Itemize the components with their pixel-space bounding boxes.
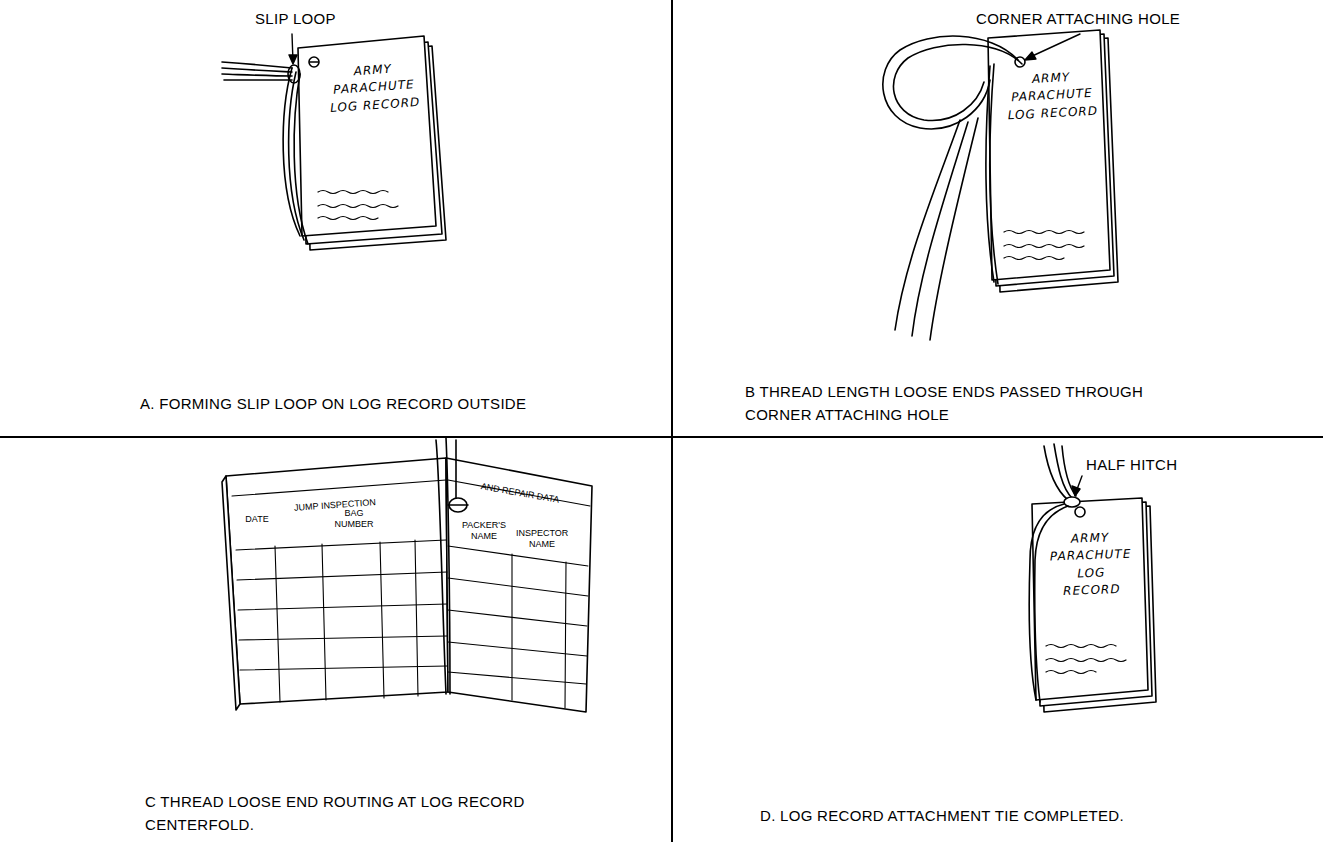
record-table bbox=[448, 578, 588, 596]
leader-line bbox=[1028, 34, 1080, 58]
cover-scribble bbox=[1004, 245, 1084, 248]
record-table bbox=[415, 540, 418, 696]
log-record-book bbox=[988, 30, 1118, 292]
table-cell: DATE bbox=[240, 514, 274, 525]
record-table bbox=[240, 666, 447, 670]
cover-scribble bbox=[1046, 645, 1126, 674]
log-record-book bbox=[298, 36, 436, 236]
log-record-book bbox=[1032, 498, 1156, 712]
record-table bbox=[511, 554, 512, 700]
record-table bbox=[239, 636, 447, 640]
cover-scribble bbox=[1046, 659, 1126, 662]
open-log-record bbox=[222, 458, 592, 712]
cover-scribble bbox=[1046, 645, 1116, 648]
callout-label: CORNER ATTACHING HOLE bbox=[976, 10, 1180, 27]
cover-scribble bbox=[1004, 231, 1084, 260]
cover-scribble bbox=[318, 191, 398, 220]
thread bbox=[222, 68, 292, 72]
thread bbox=[224, 79, 292, 81]
record-table bbox=[448, 642, 587, 656]
thread bbox=[455, 440, 457, 498]
leader-line bbox=[289, 55, 297, 64]
thread bbox=[222, 74, 292, 76]
leader-line bbox=[1025, 34, 1080, 60]
leader-line bbox=[289, 34, 297, 64]
callout-label: SLIP LOOP bbox=[255, 10, 336, 27]
panel-caption: D. LOG RECORD ATTACHMENT TIE COMPLETED. bbox=[760, 804, 1280, 827]
record-table bbox=[232, 480, 590, 708]
leader-line bbox=[1072, 476, 1082, 496]
leader-line bbox=[1072, 486, 1080, 496]
cover-title: ARMY PARACHUTE LOG RECORD bbox=[326, 59, 421, 117]
panel-caption: B THREAD LENGTH LOOSE ENDS PASSED THROUG… bbox=[745, 380, 1195, 427]
thread bbox=[436, 438, 468, 694]
panel-divider bbox=[0, 436, 1323, 438]
cover-scribble bbox=[318, 191, 388, 194]
log-record-book bbox=[310, 61, 318, 63]
cover-scribble bbox=[1004, 257, 1064, 260]
thread bbox=[222, 62, 292, 68]
log-record-book bbox=[298, 36, 446, 250]
thread bbox=[448, 504, 468, 506]
thread bbox=[449, 498, 467, 512]
thread bbox=[288, 65, 300, 83]
log-record-book bbox=[988, 30, 1110, 280]
thread bbox=[893, 44, 1022, 120]
cover-title: ARMY PARACHUTE LOG RECORD bbox=[1005, 68, 1100, 125]
thread bbox=[1035, 506, 1068, 702]
record-table bbox=[232, 480, 446, 496]
thread bbox=[1064, 497, 1080, 507]
cover-title: ARMY PARACHUTE LOG RECORD bbox=[1045, 528, 1137, 601]
table-cell: PACKER'S NAME bbox=[458, 520, 510, 542]
open-log-record bbox=[446, 458, 592, 712]
thread bbox=[883, 36, 1022, 340]
open-log-record bbox=[226, 458, 448, 704]
open-log-record bbox=[222, 476, 240, 710]
thread bbox=[1029, 444, 1080, 702]
record-table bbox=[275, 546, 280, 702]
leader-line bbox=[1025, 52, 1036, 60]
record-table bbox=[238, 604, 447, 610]
record-table bbox=[448, 546, 588, 566]
table-cell: INSPECTOR NAME bbox=[516, 528, 568, 550]
log-record-book bbox=[309, 57, 319, 67]
thread bbox=[990, 64, 998, 284]
panel-caption: A. FORMING SLIP LOOP ON LOG RECORD OUTSI… bbox=[140, 392, 660, 415]
thread bbox=[222, 62, 308, 244]
panel-caption: C THREAD LOOSE END ROUTING AT LOG RECORD… bbox=[145, 790, 575, 837]
record-table bbox=[565, 562, 566, 708]
panel-divider bbox=[671, 0, 673, 842]
cover-scribble bbox=[318, 205, 398, 208]
cover-scribble bbox=[1046, 671, 1096, 674]
record-table bbox=[380, 542, 384, 698]
cover-scribble bbox=[318, 217, 378, 220]
thread bbox=[436, 440, 446, 694]
log-record-book bbox=[1075, 507, 1085, 517]
cover-scribble bbox=[1004, 231, 1084, 234]
log-record-book bbox=[1032, 498, 1148, 700]
table-cell: BAG NUMBER bbox=[330, 508, 378, 530]
callout-label: HALF HITCH bbox=[1086, 456, 1177, 473]
thread bbox=[912, 122, 968, 336]
thread bbox=[930, 118, 978, 340]
thread bbox=[895, 120, 960, 330]
thread bbox=[294, 74, 308, 244]
record-table bbox=[322, 544, 326, 700]
thread bbox=[446, 438, 450, 694]
